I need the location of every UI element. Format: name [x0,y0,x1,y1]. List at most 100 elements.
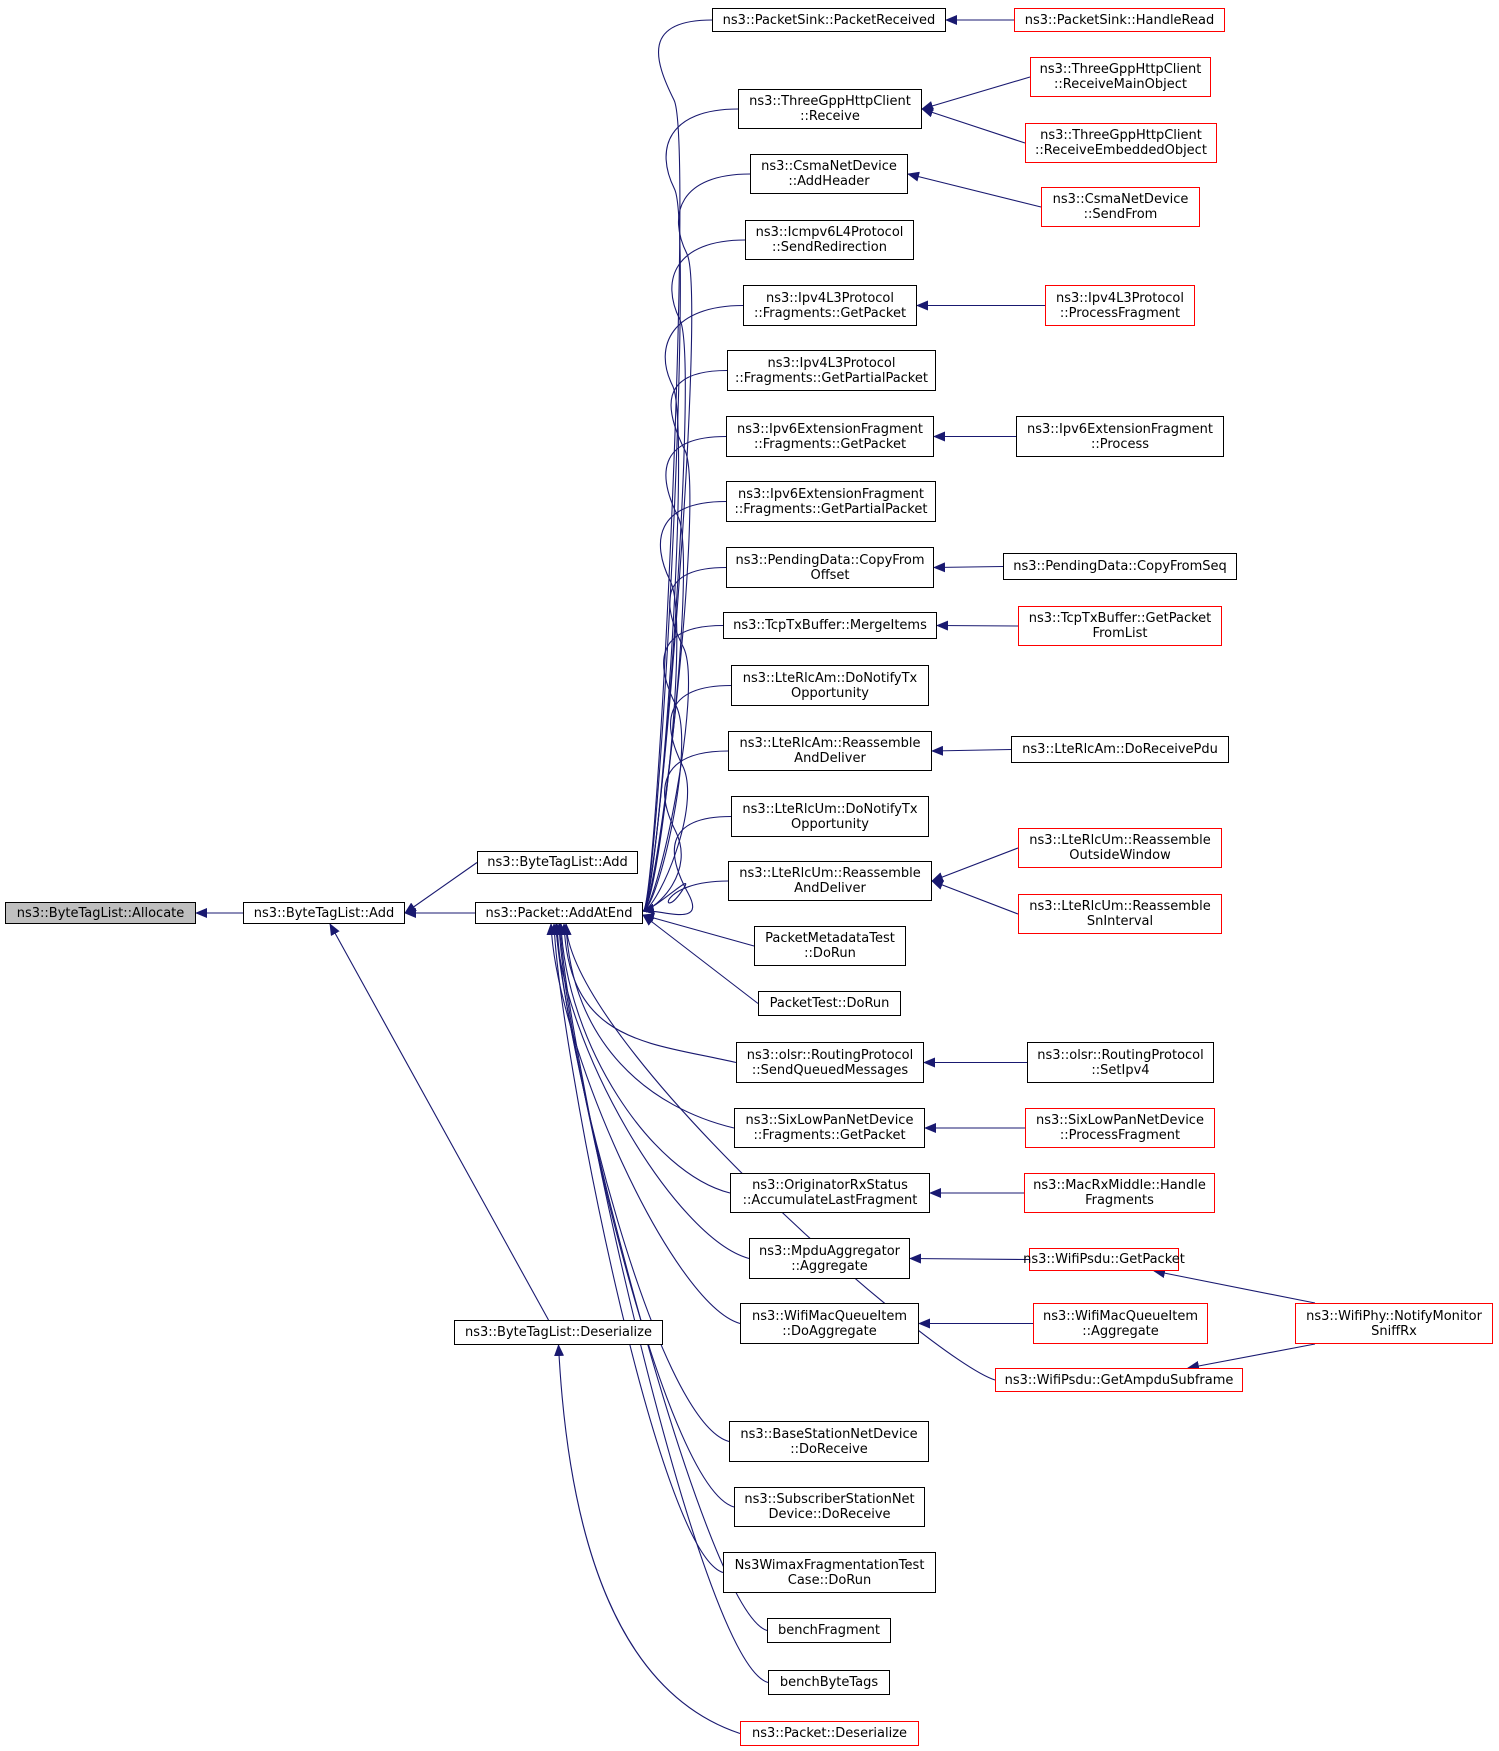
edge-wimax-test-to-add-at-end [549,923,724,1574]
node-label-line: PacketMetadataTest [765,931,895,946]
node-btl-add-main[interactable]: ns3::ByteTagList::Add [243,902,405,924]
node-label-line: ns3::OriginatorRxStatus [752,1178,908,1193]
node-csma-addheader[interactable]: ns3::CsmaNetDevice::AddHeader [750,154,908,194]
edge-phy-notify-to-psdu-getpacket [1153,1268,1316,1304]
node-bs-receive[interactable]: ns3::BaseStationNetDevice::DoReceive [729,1421,929,1462]
node-olsr-setipv4[interactable]: ns3::olsr::RoutingProtocol::SetIpv4 [1027,1042,1214,1083]
node-ipv6-process[interactable]: ns3::Ipv6ExtensionFragment::Process [1016,416,1224,457]
node-sink-received[interactable]: ns3::PacketSink::PacketReceived [712,8,946,32]
node-packet-test[interactable]: PacketTest::DoRun [758,991,901,1016]
node-bench-fragment[interactable]: benchFragment [767,1618,891,1643]
node-sixlowpan-process[interactable]: ns3::SixLowPanNetDevice::ProcessFragment [1025,1108,1215,1148]
node-http-main[interactable]: ns3::ThreeGppHttpClient::ReceiveMainObje… [1030,57,1211,97]
node-label-line: ns3::SubscriberStationNet [744,1492,915,1507]
node-psdu-ampdu[interactable]: ns3::WifiPsdu::GetAmpduSubframe [995,1368,1243,1392]
node-label-line: Fragments [1085,1193,1154,1208]
node-label-line: ns3::PacketSink::PacketReceived [722,12,936,28]
node-label-line: ns3::LteRlcAm::DoReceivePdu [1022,742,1218,757]
node-label-line: ns3::TcpTxBuffer::GetPacket [1028,611,1212,626]
node-label-line: ns3::Ipv6ExtensionFragment [737,486,924,502]
node-label-line: ns3::LteRlcAm::Reassemble [739,736,921,751]
node-metadata-test[interactable]: PacketMetadataTest::DoRun [754,926,906,966]
node-ipv4-getpacket[interactable]: ns3::Ipv4L3Protocol::Fragments::GetPacke… [743,285,917,326]
edge-btl-add-2-to-btl-add-main [404,862,478,914]
node-label-line: AndDeliver [794,751,866,766]
node-label-line: ns3::ThreeGppHttpClient [1039,62,1202,77]
node-label-line: ns3::ByteTagList::Add [487,855,628,870]
node-tcp-merge[interactable]: ns3::TcpTxBuffer::MergeItems [723,612,937,639]
node-http-embedded[interactable]: ns3::ThreeGppHttpClient::ReceiveEmbedded… [1025,123,1217,163]
node-label-line: ns3::Packet::Deserialize [751,1726,908,1741]
node-sixlowpan-getpacket[interactable]: ns3::SixLowPanNetDevice::Fragments::GetP… [734,1108,925,1148]
node-icmpv6-redirect[interactable]: ns3::Icmpv6L4Protocol::SendRedirection [745,220,914,260]
edge-packet-test-to-add-at-end [642,914,759,1004]
node-ipv6-getpacket[interactable]: ns3::Ipv6ExtensionFragment::Fragments::G… [726,416,934,457]
node-label-line: ns3::ByteTagList::Add [253,905,395,921]
edge-ipv4-getpartial-to-add-at-end [642,369,728,914]
node-am-receivepdu[interactable]: ns3::LteRlcAm::DoReceivePdu [1011,736,1229,763]
node-label-line: AndDeliver [794,881,866,896]
node-mpdu-aggregate[interactable]: ns3::MpduAggregator::Aggregate [749,1238,910,1279]
node-add-at-end[interactable]: ns3::Packet::AddAtEnd [475,902,643,924]
node-label-line: OutsideWindow [1069,848,1171,863]
node-label-line: ns3::LteRlcUm::Reassemble [1029,833,1211,848]
node-ipv4-processfrag[interactable]: ns3::Ipv4L3Protocol::ProcessFragment [1045,285,1195,326]
node-btl-deserialize[interactable]: ns3::ByteTagList::Deserialize [454,1320,663,1345]
node-label-line: ::Fragments::GetPacket [753,1128,906,1143]
node-bench-bytetags[interactable]: benchByteTags [768,1670,890,1695]
node-label-line: ::Fragments::GetPacket [753,436,907,452]
node-sink-handleread[interactable]: ns3::PacketSink::HandleRead [1014,8,1225,32]
node-label-line: ns3::ThreeGppHttpClient [1040,128,1202,143]
node-label-line: ::Aggregate [791,1258,868,1274]
edge-psdu-getpacket-to-mpdu-aggregate [909,1253,1030,1264]
edge-originator-accum-to-add-at-end [556,923,731,1194]
node-label-line: ns3::TcpTxBuffer::MergeItems [733,618,927,633]
node-label-line: ns3::olsr::RoutingProtocol [746,1047,914,1063]
edge-phy-notify-to-psdu-ampdu [1187,1343,1316,1371]
node-label-line: ns3::WifiPhy::NotifyMonitor [1306,1308,1482,1324]
node-psdu-getpacket[interactable]: ns3::WifiPsdu::GetPacket [1023,1248,1185,1271]
node-queueitem-doagg[interactable]: ns3::WifiMacQueueItem::DoAggregate [740,1303,919,1344]
edge-http-receive-to-add-at-end [642,108,739,914]
node-btl-add-2[interactable]: ns3::ByteTagList::Add [477,851,638,874]
edge-ipv6-getpacket-to-add-at-end [642,435,727,914]
node-csma-sendfrom[interactable]: ns3::CsmaNetDevice::SendFrom [1041,187,1200,227]
node-ipv4-getpartial[interactable]: ns3::Ipv4L3Protocol::Fragments::GetParti… [727,350,936,391]
edge-sixlowpan-getpacket-to-add-at-end [561,923,735,1129]
node-packet-deserialize[interactable]: ns3::Packet::Deserialize [740,1721,919,1746]
node-label-line: ns3::WifiMacQueueItem [1042,1308,1199,1324]
edge-metadata-test-to-add-at-end [642,913,755,947]
node-label-line: ns3::Ipv4L3Protocol [1056,290,1184,306]
edge-pending-copyseq-to-pending-copyoffset [933,562,1004,573]
node-label-line: ns3::Packet::AddAtEnd [485,905,633,921]
node-label-line: ns3::CsmaNetDevice [1052,192,1189,207]
edge-um-reassemble-to-add-at-end [642,880,729,914]
node-label-line: ::ReceiveEmbeddedObject [1035,143,1207,158]
node-label-line: ns3::SixLowPanNetDevice [1036,1113,1204,1128]
node-pending-copyseq[interactable]: ns3::PendingData::CopyFromSeq [1003,553,1237,580]
node-originator-accum[interactable]: ns3::OriginatorRxStatus::AccumulateLastF… [730,1173,930,1213]
edge-olsr-sendqueued-to-add-at-end [559,923,737,1064]
node-http-receive[interactable]: ns3::ThreeGppHttpClient::Receive [738,89,922,129]
node-label-line: ns3::ByteTagList::Allocate [16,905,185,921]
node-olsr-sendqueued[interactable]: ns3::olsr::RoutingProtocol::SendQueuedMe… [736,1042,924,1083]
node-queueitem-agg[interactable]: ns3::WifiMacQueueItem::Aggregate [1033,1303,1208,1344]
node-label-line: ns3::CsmaNetDevice [761,159,897,174]
node-label-line: ns3::ThreeGppHttpClient [749,94,911,109]
node-label-line: ns3::PacketSink::HandleRead [1024,12,1215,28]
node-ipv6-getpartial[interactable]: ns3::Ipv6ExtensionFragment::Fragments::G… [726,481,936,522]
node-label-line: benchFragment [778,1623,880,1638]
